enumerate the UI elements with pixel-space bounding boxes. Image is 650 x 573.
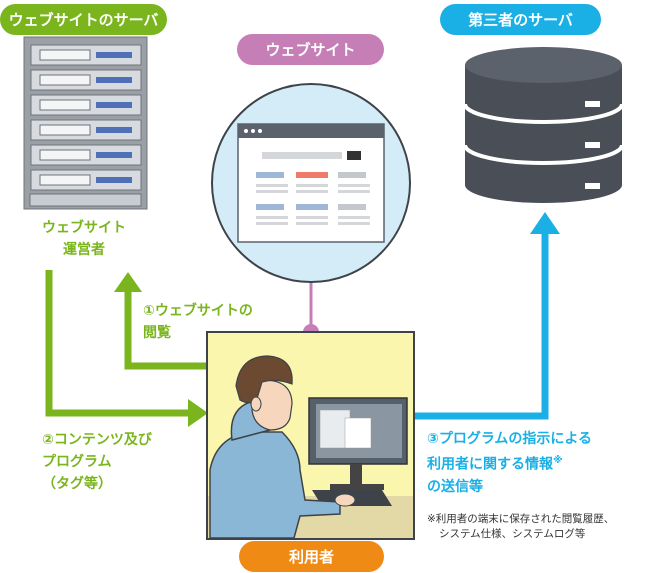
browse-label: ①ウェブサイトの 閲覧 [143, 300, 253, 344]
content-label-line3: （タグ等） [42, 476, 112, 492]
footnote: ※利用者の端末に保存された閲覧履歴、 システム仕様、システムログ等 [427, 512, 614, 542]
browse-arrow [114, 272, 207, 370]
user-label: 利用者 [239, 541, 384, 572]
operator-label: ウェブサイト 運営者 [28, 217, 140, 261]
content-arrow [45, 270, 208, 427]
send-label-line3: の送信等 [427, 478, 483, 495]
third-party-server-label: 第三者のサーバ [440, 4, 601, 35]
website-server-label: ウェブサイトのサーバ [0, 4, 167, 35]
send-label-line1: ③プログラムの指示による [427, 431, 593, 447]
send-label-line2-wrap: 利用者に関する情報※ [427, 450, 592, 476]
website-label: ウェブサイト [237, 34, 384, 65]
operator-label-line2: 運営者 [63, 242, 105, 258]
content-label-line2: プログラム [42, 454, 112, 470]
browse-label-line2: 閲覧 [143, 325, 171, 341]
send-label-mark: ※ [553, 455, 563, 466]
person-at-computer-icon [206, 331, 415, 540]
send-arrow [414, 212, 560, 420]
content-label-line1: ②コンテンツ及び [42, 432, 152, 448]
content-label: ②コンテンツ及び プログラム （タグ等） [42, 429, 152, 495]
send-label-line2: 利用者に関する情報 [427, 456, 553, 473]
operator-label-line1: ウェブサイト [42, 220, 126, 236]
footnote-line1: ※利用者の端末に保存された閲覧履歴、 [427, 513, 615, 525]
database-icon [463, 47, 624, 203]
send-label: ③プログラムの指示による 利用者に関する情報※ の送信等 [427, 428, 592, 498]
footnote-line2: システム仕様、システムログ等 [439, 528, 586, 540]
browse-label-line1: ①ウェブサイトの [143, 303, 253, 319]
server-rack-icon [23, 36, 148, 210]
browser-window-icon [211, 83, 411, 283]
